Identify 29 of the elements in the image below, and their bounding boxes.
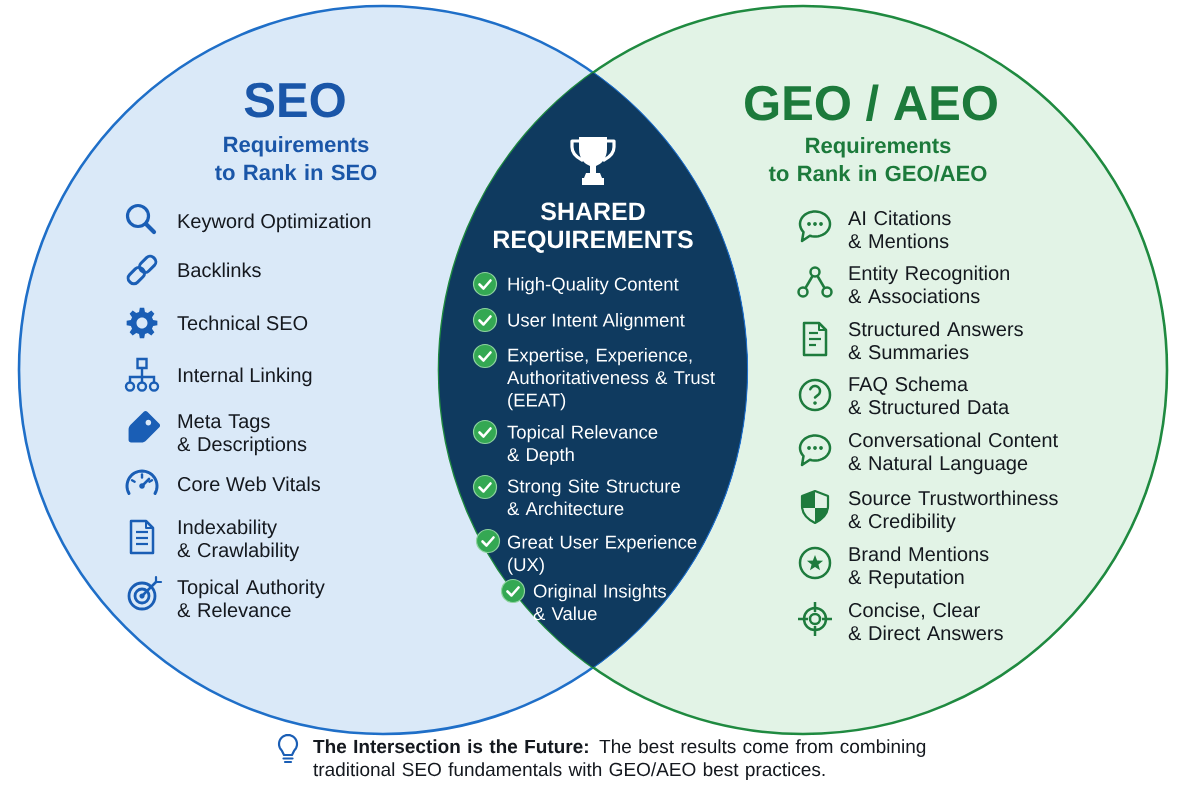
list-item: AI Citations & Mentions (848, 210, 951, 249)
heading: GEO / AEO (745, 84, 997, 121)
list-item: High-Quality Content (508, 277, 679, 295)
list-item: Structured Answers & Summaries (848, 321, 1023, 360)
list-item: FAQ Schema & Structured Data (848, 376, 1010, 415)
list-item: Original Insights & Value (533, 584, 666, 621)
heading: SEO (244, 82, 345, 118)
list-item: Great User Experience (UX) (507, 535, 697, 575)
subheading: Requirements to Rank in SEO (215, 136, 377, 181)
list-item: Conversational Content & Natural Language (848, 432, 1058, 475)
list-item: Core Web Vitals (178, 476, 321, 492)
list-item: Keyword Optimization (178, 213, 371, 233)
list-item: Entity Recognition & Associations (848, 265, 1009, 304)
list-item: Expertise, Experience, Authoritativeness & Trust (EEAT) (507, 348, 715, 411)
list-item: Meta Tags & Descriptions (177, 414, 307, 456)
list-item: Brand Mentions & Reputation (848, 546, 989, 589)
list-item: Backlinks (178, 262, 261, 278)
list-item: Source Trustworthiness & Credibility (848, 490, 1058, 533)
subheading: Requirements to Rank in GEO/AEO (768, 137, 987, 182)
heading: SHARED REQUIREMENTS (494, 202, 693, 253)
list-item: Concise, Clear & Direct Answers (848, 602, 1003, 641)
list-item: Topical Relevance & Depth (507, 425, 658, 465)
list-item: Topical Authority & Relevance (177, 579, 325, 618)
list-item: Internal Linking (178, 367, 312, 387)
list-item: User Intent Alignment (508, 313, 685, 331)
caption: The Intersection is the Future: The best results come from combining traditional SEO fundamentals with GEO/AEO best practices. (313, 739, 926, 780)
list-item: Indexability & Crawlability (177, 519, 300, 562)
list-item: Strong Site Structure & Architecture (507, 479, 680, 516)
list-item: Technical SEO (177, 315, 308, 331)
